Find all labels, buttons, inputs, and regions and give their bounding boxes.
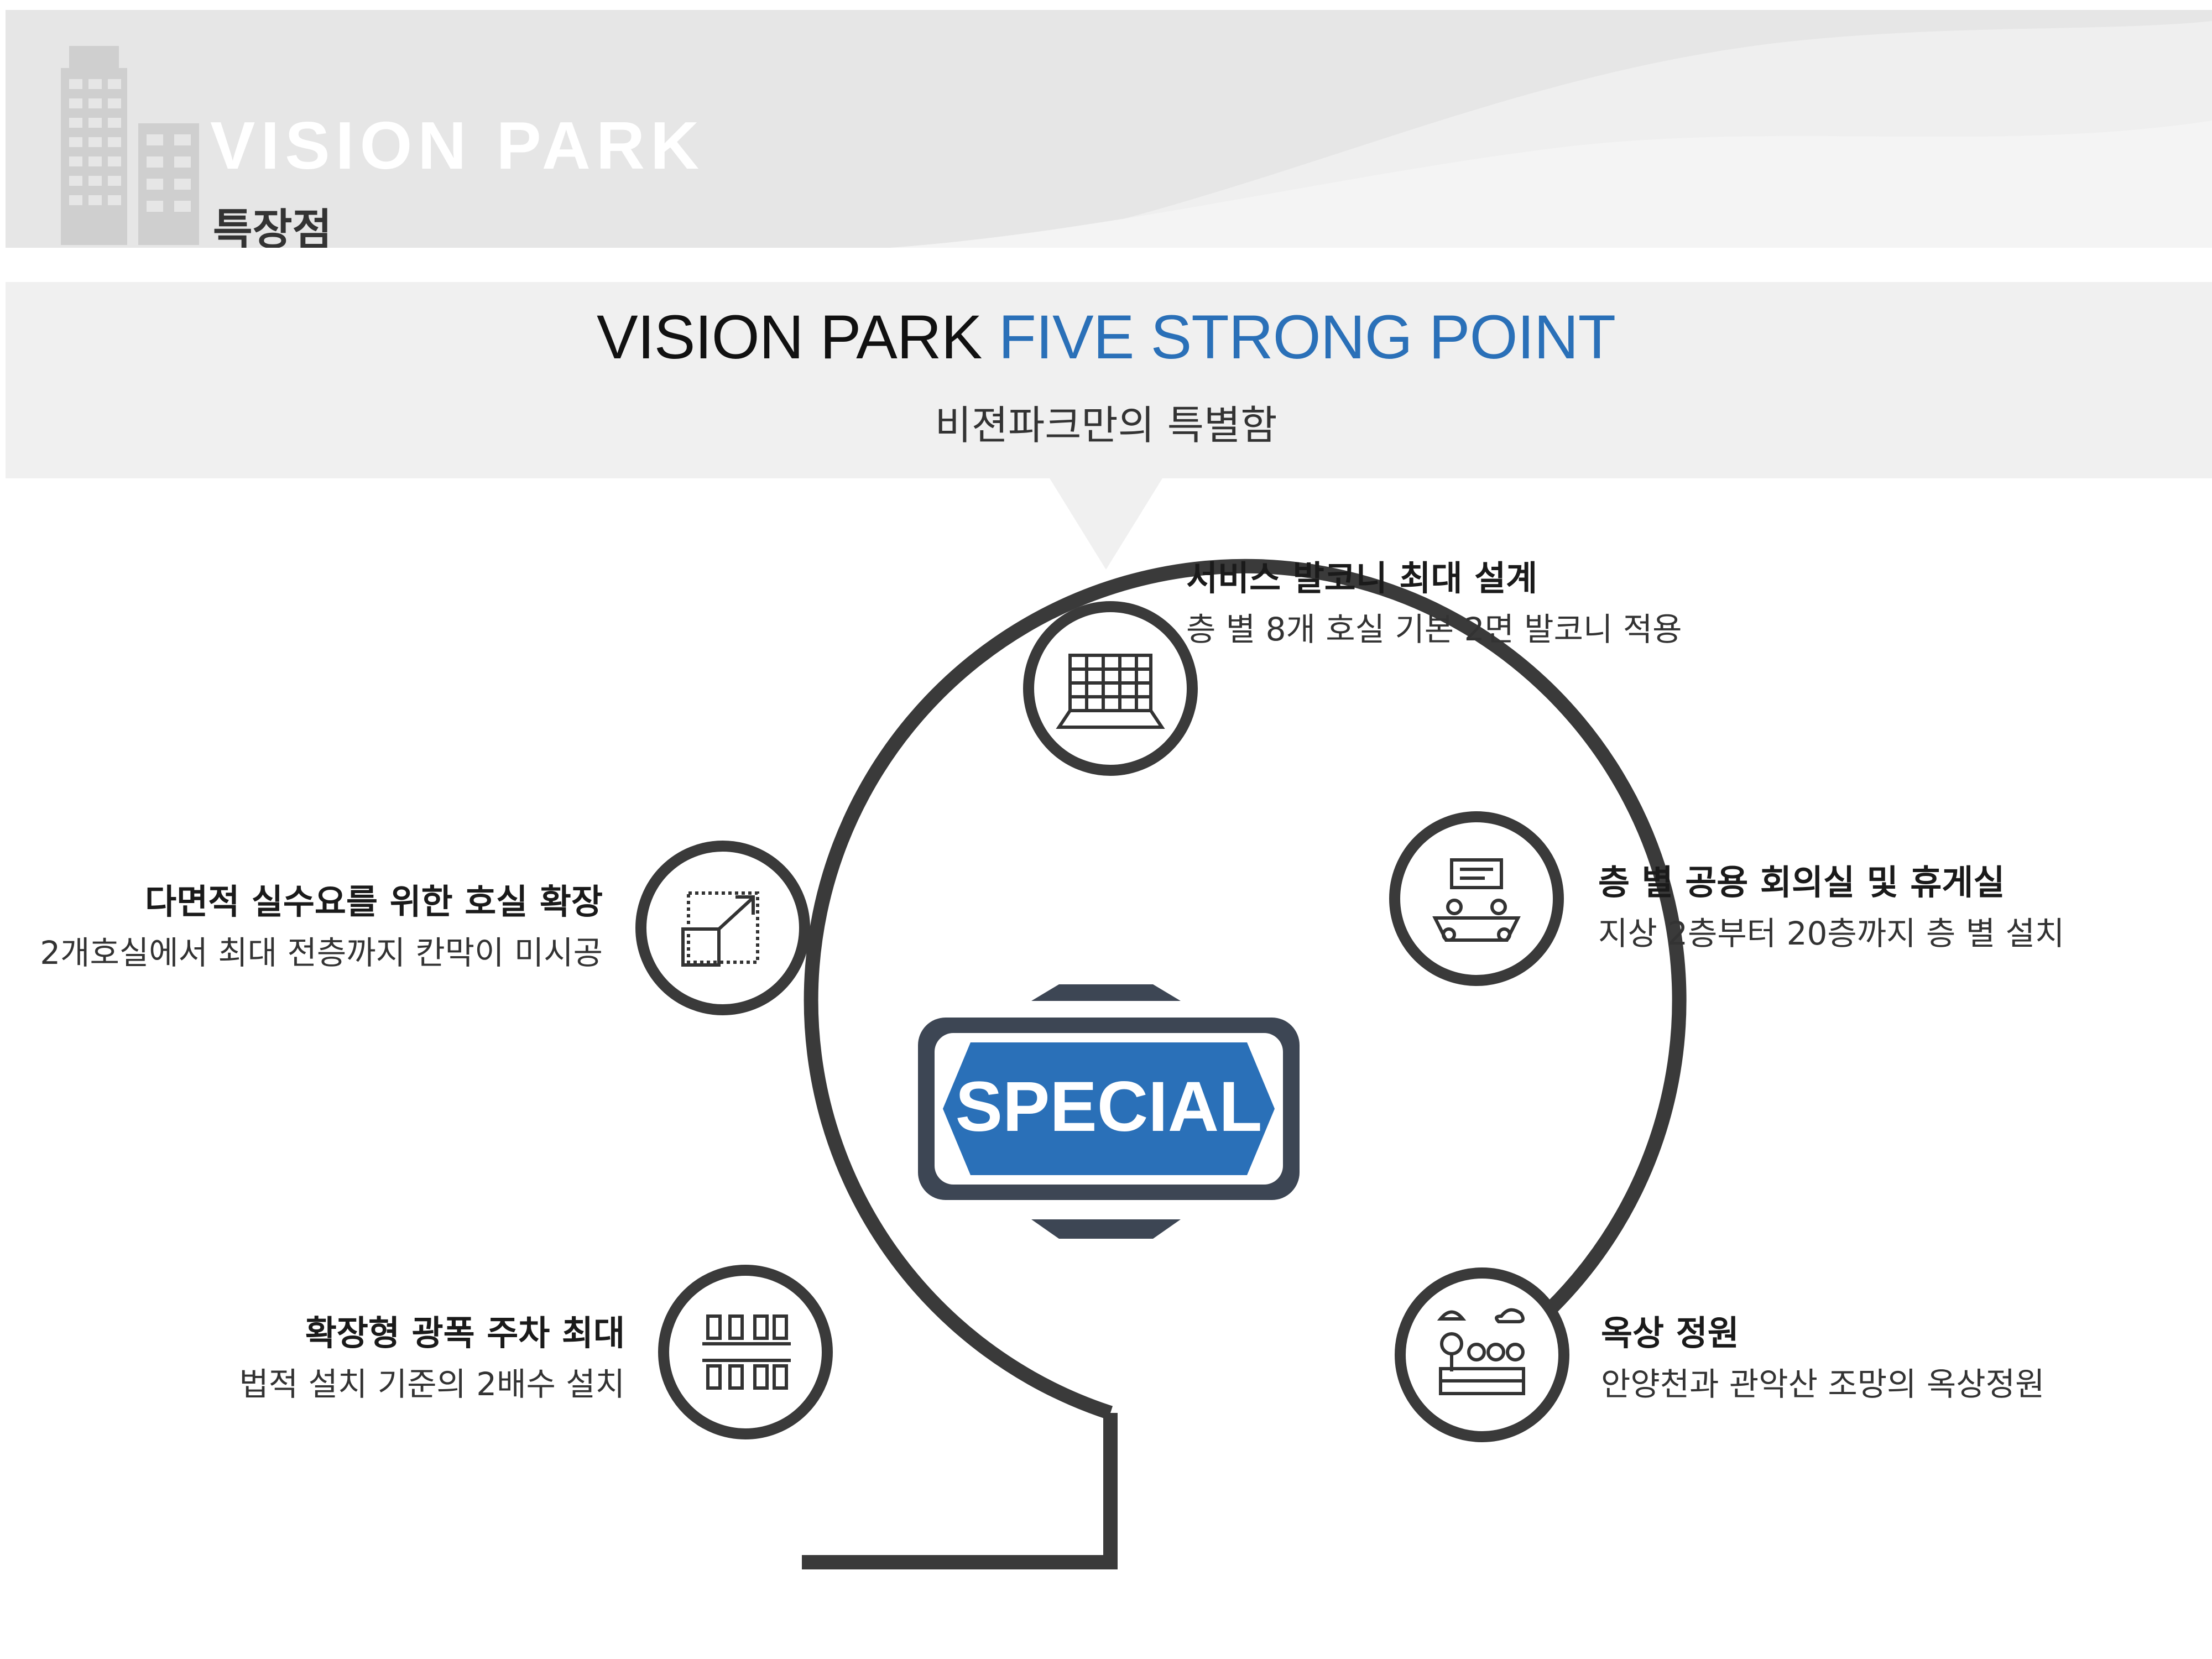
parking-lot-icon (658, 1265, 833, 1439)
main-title: VISION PARK FIVE STRONG POINT (0, 301, 2212, 373)
feature-rooftop-garden: 옥상 정원 안양천과 관악산 조망의 옥상정원 (1601, 1305, 2044, 1405)
feature-title: 확장형 광폭 주차 최대 (305, 1313, 625, 1353)
feature-balcony: 서비스 발코니 최대 설계 층 별 8개 호실 기본 2면 발코니 적용 (1186, 550, 1682, 650)
brand-title: VISION PARK (210, 108, 705, 183)
rooftop-garden-icon (1395, 1267, 1569, 1442)
feature-room-expand: 다면적 실수요를 위한 호실 확장 2개호실에서 최대 전층까지 칸막이 미시공 (40, 874, 603, 973)
main-title-accent: FIVE STRONG POINT (998, 302, 1616, 372)
feature-desc: 지상 2층부터 20층까지 층 별 설치 (1598, 915, 2065, 952)
meeting-room-icon (1389, 811, 1564, 986)
main-title-prefix: VISION PARK (596, 302, 999, 372)
building-icon (61, 46, 199, 245)
feature-desc: 층 별 8개 호실 기본 2면 발코니 적용 (1186, 611, 1682, 648)
feature-title: 층 별 공용 회의실 및 휴게실 (1598, 862, 2005, 902)
main-subtitle: 비젼파크만의 특별함 (935, 402, 1277, 448)
feature-desc: 법적 설치 기준의 2배수 설치 (239, 1365, 625, 1403)
feature-title: 서비스 발코니 최대 설계 (1186, 558, 1538, 598)
room-expand-icon (635, 841, 810, 1015)
feature-parking: 확장형 광폭 주차 최대 법적 설치 기준의 2배수 설치 (239, 1305, 625, 1405)
section-label: 특장점 (213, 205, 332, 248)
balcony-grid-icon (1023, 601, 1198, 776)
feature-meeting-room: 층 별 공용 회의실 및 휴게실 지상 2층부터 20층까지 층 별 설치 (1598, 854, 2064, 954)
feature-desc: 안양천과 관악산 조망의 옥상정원 (1601, 1365, 2045, 1403)
header-wave-decoration (890, 21, 2212, 248)
band-pointer (1048, 476, 1164, 570)
feature-title: 옥상 정원 (1601, 1313, 1739, 1353)
ring-arc (804, 559, 1687, 1420)
feature-desc: 2개호실에서 최대 전층까지 칸막이 미시공 (40, 934, 603, 972)
special-badge: SPECIAL (918, 984, 1300, 1239)
feature-title: 다면적 실수요를 위한 호실 확장 (145, 881, 603, 922)
ring-tail (802, 1413, 1118, 1569)
special-text: SPECIAL (956, 1067, 1262, 1146)
title-band (6, 282, 2212, 478)
header-band: VISION PARK 특장점 (6, 10, 2212, 248)
